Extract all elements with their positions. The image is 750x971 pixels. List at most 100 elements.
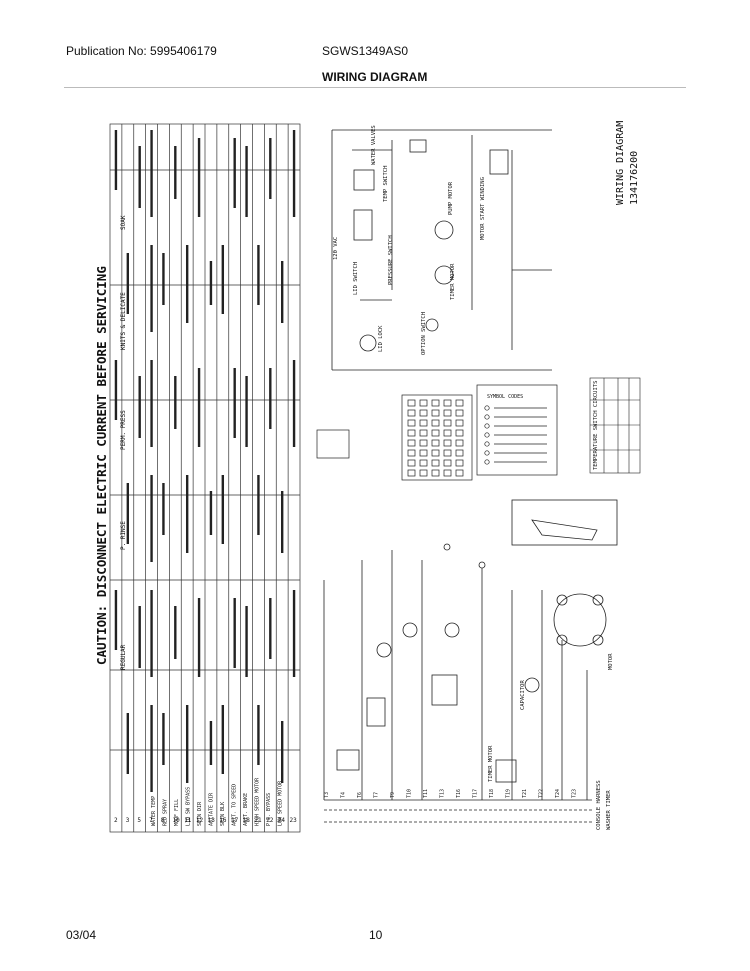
diagram-title: WIRING DIAGRAM [615, 121, 626, 205]
row-number: 11 [184, 817, 192, 824]
page-number: 10 [369, 928, 383, 942]
circuit-label: MOOF FILL [174, 799, 180, 826]
timer-chart [109, 123, 301, 833]
label-timer-motor: TIMER MOTOR [450, 263, 456, 300]
terminal-label: T13 [440, 789, 446, 798]
circuit-label: AGIT. TO SPEED [232, 784, 238, 826]
terminal-cell [407, 439, 416, 447]
terminal-label: T4 [341, 792, 347, 798]
terminal-label: T18 [489, 789, 495, 798]
circuit-label: LID SW BYPASS [186, 787, 192, 826]
label-capacitor: CAPACITOR [520, 680, 526, 710]
terminal-cell [443, 419, 452, 427]
row-number: 17 [231, 817, 239, 824]
terminal-label: T21 [522, 789, 528, 798]
chart-header-soak: SOAK [120, 215, 127, 230]
terminal-label: T17 [473, 789, 479, 798]
page-title: WIRING DIAGRAM [322, 70, 428, 84]
terminal-cell [443, 459, 452, 467]
terminal-cell [407, 409, 416, 417]
header-divider [64, 87, 686, 88]
diagram-number: 134176200 [629, 151, 640, 205]
terminal-cell [419, 439, 428, 447]
terminal-label: T7 [374, 792, 380, 798]
terminal-cell [455, 469, 464, 477]
terminal-label: T3 [324, 792, 330, 798]
legend-symbol [484, 459, 490, 465]
terminal-cell [431, 419, 440, 427]
row-number: 7 [149, 817, 153, 824]
symbol-legend [476, 384, 558, 476]
chart-header-prinse: P. RINSE [120, 521, 127, 550]
terminal-block [316, 394, 473, 481]
row-number: 8 [161, 817, 165, 824]
terminal-cell [455, 449, 464, 457]
terminal-cell [431, 439, 440, 447]
terminal-cell [443, 449, 452, 457]
terminal-label: T19 [506, 789, 512, 798]
label-lid-lock: LID LOCK [378, 325, 384, 352]
terminal-cell [419, 409, 428, 417]
temp-chart [589, 377, 641, 474]
legend-symbol [484, 432, 490, 438]
terminal-label: T16 [456, 789, 462, 798]
terminal-cell [455, 459, 464, 467]
circuit-label: P.S. BYPASS [266, 793, 272, 826]
label-supply: 120 VAC [333, 237, 339, 260]
terminal-cell [407, 459, 416, 467]
terminal-cell [443, 439, 452, 447]
terminal-cell [455, 429, 464, 437]
label-console-harness: CONSOLE HARNESS [596, 780, 602, 830]
terminal-cell [431, 449, 440, 457]
label-option-switch: OPTION SWITCH [421, 312, 427, 355]
row-number: 2 [114, 817, 118, 824]
terminal-label: T23 [572, 789, 578, 798]
circuit-label: SPIN BLK [220, 802, 226, 826]
circuit-label: HIGH SPEED MOTOR [255, 777, 261, 826]
power-schematic [323, 499, 618, 823]
circuit-label: AGITATE DIR [209, 792, 215, 826]
row-number: 21 [254, 817, 262, 824]
row-number: 23 [290, 817, 298, 824]
terminal-cell [431, 399, 440, 407]
terminal-cell [443, 399, 452, 407]
row-number: 5 [137, 817, 141, 824]
legend-symbol [484, 405, 490, 411]
row-number: 24 [278, 817, 286, 824]
label-pump-motor: PUMP MOTOR [448, 181, 454, 215]
label-motor: MOTOR [608, 653, 614, 670]
label-temp-chart: TEMPERATURE SWITCH CIRCUITS [593, 381, 599, 470]
terminal-label: T10 [407, 789, 413, 798]
model-number: SGWS1349AS0 [322, 44, 409, 58]
label-motor-start: MOTOR START WINDING [480, 177, 486, 240]
terminal-cell [431, 429, 440, 437]
chart-header-knits: KNITS & DELICATE [120, 292, 127, 350]
label-temp-switch: TEMP SWITCH [383, 166, 389, 202]
terminal-cell [455, 409, 464, 417]
circuit-label: WATER TEMP [151, 796, 157, 826]
legend-symbol [484, 414, 490, 420]
row-number: 13 [208, 817, 216, 824]
circuit-label: AGIT. BRAKE [243, 793, 249, 826]
terminal-cell [407, 449, 416, 457]
terminal-cell [407, 399, 416, 407]
label-timer-motor-2: TIMER MOTOR [488, 745, 494, 782]
row-number: 22 [266, 817, 274, 824]
circuit-label: LOW SPEED MOTOR [278, 780, 284, 826]
legend-symbol [484, 423, 490, 429]
terminal-cell [443, 429, 452, 437]
row-number: 18 [243, 817, 251, 824]
chart-header-regular: REGULAR [120, 644, 127, 670]
label-water-valves: WATER VALVES [371, 125, 377, 165]
terminal-cell [419, 399, 428, 407]
legend-symbol [484, 441, 490, 447]
terminal-cell [407, 429, 416, 437]
label-lid-switch: LID SWITCH [353, 262, 359, 295]
terminal-cell [419, 419, 428, 427]
circuit-label: SPIN DIR [197, 801, 203, 826]
label-pressure-switch: PRESSURE SWITCH [388, 235, 394, 285]
label-washer-timer: WASHER TIMER [606, 790, 612, 830]
terminal-cell [431, 409, 440, 417]
terminal-label: T11 [423, 789, 429, 798]
terminal-cell [431, 459, 440, 467]
